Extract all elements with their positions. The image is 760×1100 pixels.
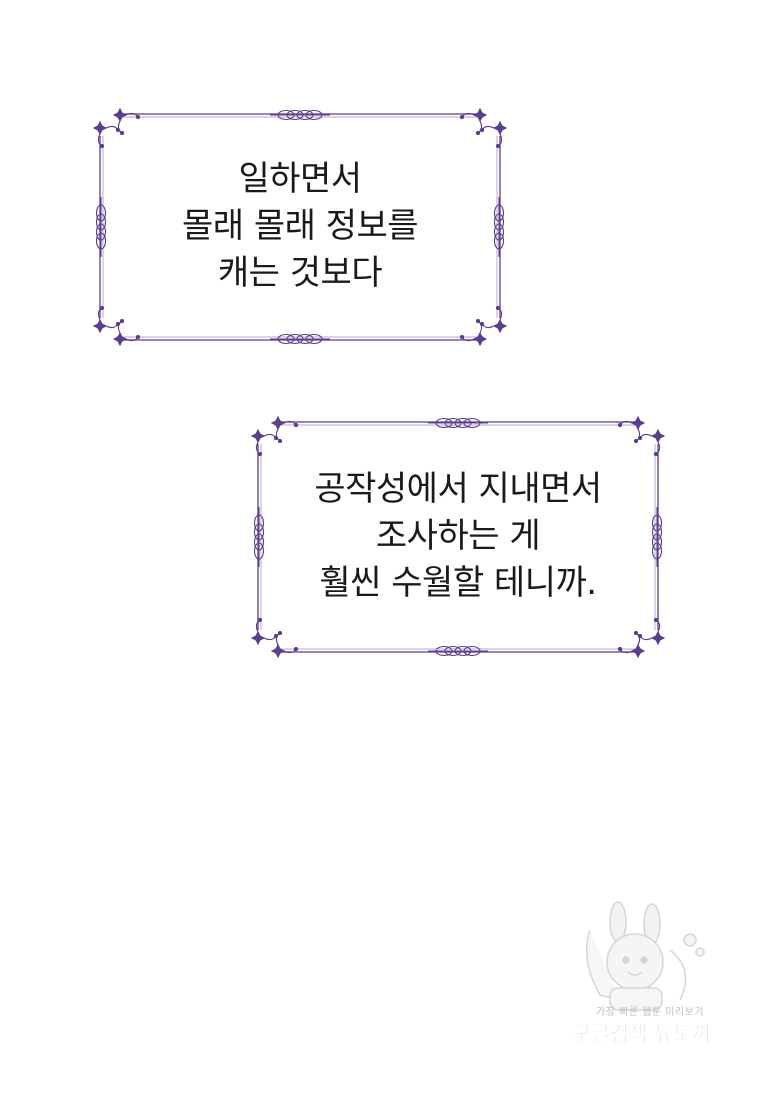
ornate-frame-2	[250, 415, 666, 659]
watermark-title: 구글검색 뉴토끼	[572, 1022, 712, 1047]
frame-knot-ornament	[95, 197, 107, 257]
frame-knot-ornament	[493, 197, 505, 257]
watermark-tagline: 가장 빠른 웹툰 미리보기	[596, 1007, 705, 1018]
caption-line: 조사하는 게	[375, 516, 541, 556]
frame-corner-ornament	[250, 617, 279, 646]
frame-rails	[257, 421, 659, 653]
frame-knot-ornament	[428, 645, 488, 657]
ornate-frame-1	[92, 107, 508, 347]
frame-corner-ornament	[617, 630, 646, 659]
frame-corner-ornament	[270, 630, 299, 659]
watermark: 가장 빠른 웹툰 미리보기 구글검색 뉴토끼	[560, 900, 750, 1090]
frame-knot-ornament	[270, 109, 330, 121]
frame-corner-ornament	[617, 415, 646, 444]
frame-knot-ornament	[428, 417, 488, 429]
frame-knot-ornament	[253, 507, 265, 567]
caption-box-1: 일하면서 몰래 몰래 정보를 캐는 것보다	[86, 100, 514, 354]
frame-corner-ornament	[92, 305, 121, 334]
frame-rails	[99, 113, 501, 341]
caption-line: 캐는 것보다	[217, 253, 383, 293]
frame-corner-ornament	[250, 428, 279, 457]
frame-corner-ornament	[479, 120, 508, 149]
caption-line: 몰래 몰래 정보를	[181, 206, 419, 246]
caption-line: 훨씬 수월할 테니까.	[319, 563, 597, 603]
frame-knot-ornament	[270, 333, 330, 345]
frame-corner-ornament	[92, 120, 121, 149]
frame-corner-ornament	[479, 305, 508, 334]
caption-line: 일하면서	[238, 159, 362, 199]
caption-text-2: 공작성에서 지내면서 조사하는 게 훨씬 수월할 테니까.	[244, 466, 672, 607]
frame-corner-ornament	[112, 107, 141, 136]
bunny-mascot-icon	[585, 901, 705, 1011]
frame-knot-ornament	[651, 507, 663, 567]
frame-corner-ornament	[459, 107, 488, 136]
caption-box-2: 공작성에서 지내면서 조사하는 게 훨씬 수월할 테니까.	[244, 408, 672, 666]
frame-corner-ornament	[637, 617, 666, 646]
caption-line: 공작성에서 지내면서	[314, 469, 602, 509]
frame-corner-ornament	[270, 415, 299, 444]
caption-text-1: 일하면서 몰래 몰래 정보를 캐는 것보다	[86, 156, 514, 297]
frame-corner-ornament	[637, 428, 666, 457]
